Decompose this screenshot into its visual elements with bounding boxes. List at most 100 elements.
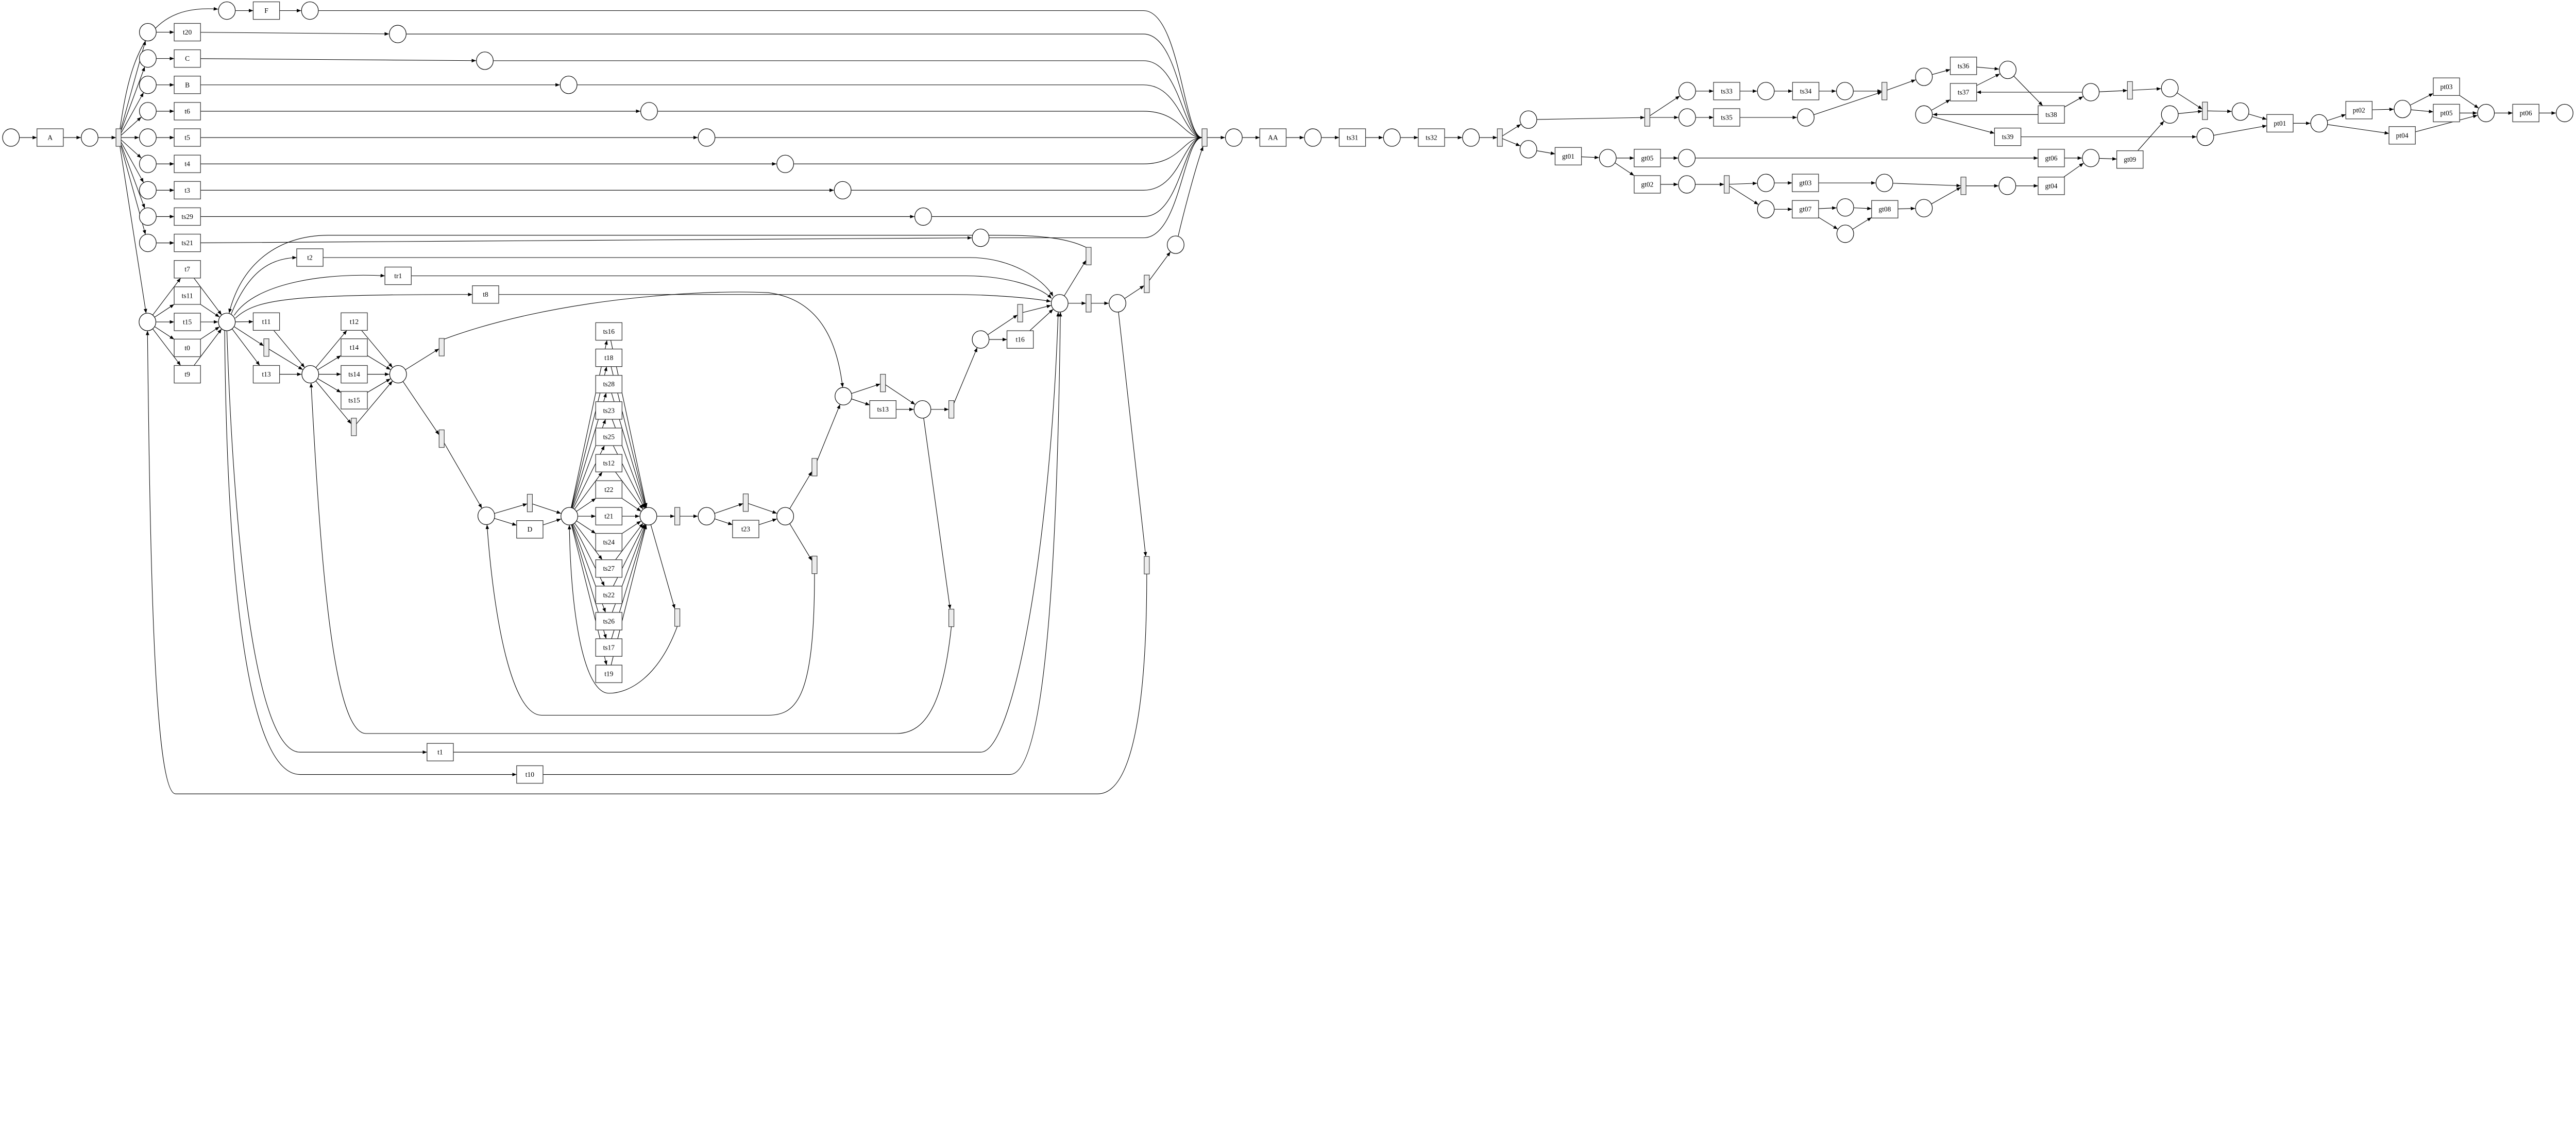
silent-transition [351,418,357,436]
transition-label: t20 [183,28,192,36]
arc [2132,87,2161,91]
place [698,507,716,525]
transition-box [516,520,544,539]
transition-box [2433,104,2460,123]
silent-transition [1144,556,1150,574]
transition-box [341,312,368,331]
transition-label: pt04 [2396,131,2409,139]
silent-transition [2127,81,2133,100]
place [560,76,578,94]
silent-transition [115,128,122,147]
arc [323,257,1054,297]
arc [748,503,777,514]
transition-box [595,480,623,499]
transition-label: ts29 [181,213,193,220]
transition-label: t3 [184,186,190,194]
transition-label: ts31 [1347,134,1358,142]
transition-box [1554,147,1582,165]
arc [1581,156,1599,160]
arc [2327,114,2346,121]
place [2394,100,2412,118]
place [2310,114,2328,132]
transition-label: gt02 [1641,180,1653,188]
arc [120,146,147,314]
silent-transition [674,608,681,627]
arc [194,329,222,366]
arc [852,383,880,394]
transition-box [427,743,454,761]
place [2,128,20,147]
arc [121,142,144,183]
transition-label: t23 [741,525,750,533]
silent-transition [1017,304,1023,322]
transition-box [1006,330,1034,349]
transition-box [1713,82,1740,100]
transition-label: pt01 [2274,120,2286,127]
place [1797,108,1815,127]
arc [495,518,517,526]
place [301,1,319,20]
transition-box [2038,105,2065,124]
place [972,330,990,349]
arc [2099,157,2117,161]
arc [851,135,1202,191]
transition-label: ts24 [603,538,615,546]
transition-label: ts39 [2002,133,2014,141]
transition-box [252,312,280,331]
transition-box [595,507,623,525]
arc [789,523,812,561]
arc [715,503,743,514]
place [139,102,157,121]
transition-box [516,765,544,784]
arc [1029,309,1054,331]
transition-box [174,49,201,68]
place [1999,61,2016,79]
place [776,155,794,173]
transition-box [595,322,623,341]
place [81,128,98,147]
arc [1615,162,1635,176]
place [1915,199,1933,217]
arc [155,304,175,318]
transition-box [252,1,280,20]
transition-box [174,286,201,305]
transition-label: ts12 [603,459,615,467]
arc [356,381,393,424]
transition-box [2388,126,2416,145]
transition-box [595,586,623,604]
place [139,128,157,147]
transition-label: B [185,81,190,89]
arc [1931,99,1951,111]
transition-box [595,348,623,367]
arc [2328,124,2389,135]
arc [2248,113,2267,120]
arc [2411,109,2434,113]
place [1599,149,1617,167]
transition-box [1259,128,1287,147]
transition-label: ts38 [2045,111,2057,118]
transition-label: ts21 [181,239,193,247]
transition-label: tr1 [394,272,402,280]
transition-label: AA [1268,134,1278,142]
place [2556,104,2573,123]
place [1225,128,1243,147]
place [914,207,932,226]
arc [954,347,978,404]
place [834,181,852,199]
arc [577,84,1202,140]
arc [453,312,1060,753]
arc [1729,181,1757,185]
place [139,49,157,68]
place [1875,174,1893,192]
transition-label: ts13 [877,405,889,413]
arc [657,111,1202,140]
place [2231,103,2249,121]
arc [621,498,641,512]
transition-label: t19 [604,670,613,678]
arc [1537,115,1645,120]
arc [444,442,482,508]
transition-box [341,338,368,357]
place [1757,174,1775,192]
arc [152,329,181,366]
transition-label: C [185,55,190,62]
